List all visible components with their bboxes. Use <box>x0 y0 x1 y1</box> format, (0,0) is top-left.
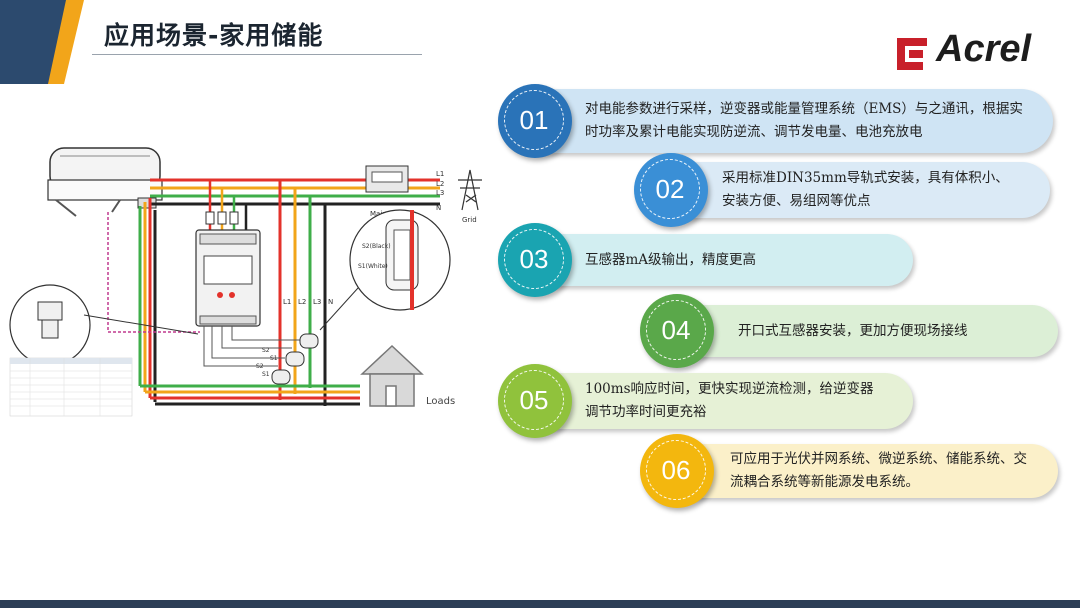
feature-number: 06 <box>646 440 706 500</box>
main-meter-icon <box>365 165 409 193</box>
feature-number: 03 <box>504 229 564 289</box>
house-icon <box>360 344 424 407</box>
feature-text: 互感器mA级输出，精度更高 <box>585 251 757 268</box>
line-label-l3: L3 <box>436 189 444 197</box>
feature-number-badge: 04 <box>640 294 714 368</box>
feature-number: 01 <box>504 90 564 150</box>
ct-label-3: S2 <box>256 363 264 370</box>
ct-label-2: S1 <box>270 355 278 362</box>
acrel-logo <box>897 38 927 70</box>
ct-sensor-icons <box>271 333 319 385</box>
wiring-diagram: Main Meter L1 L2 L3 N Grid L1 L2 L3 N <box>9 147 482 417</box>
grid-tower-icon <box>458 169 482 211</box>
feature-number-badge: 03 <box>498 223 572 297</box>
title-underline <box>92 54 422 55</box>
feature-number-badge: 05 <box>498 364 572 438</box>
ct-inset-icon <box>319 209 451 331</box>
feature-pill <box>676 305 1058 357</box>
meter-line-n: N <box>328 298 333 306</box>
feature-number: 02 <box>640 159 700 219</box>
meter-line-l2: L2 <box>298 298 306 306</box>
feature-pill <box>535 373 913 429</box>
feature-number: 05 <box>504 370 564 430</box>
loads-label: Loads <box>426 396 455 407</box>
feature-number-badge: 01 <box>498 84 572 158</box>
feature-text: 开口式互感器安装，更加方便现场接线 <box>738 322 968 339</box>
feature-number-badge: 02 <box>634 153 708 227</box>
feature-text: 对电能参数进行采样，逆变器或能量管理系统（EMS）与之通讯，根据实时功率及累计电… <box>585 101 1023 140</box>
rj45-connector-inset-icon <box>9 284 199 366</box>
feature-pill <box>535 234 913 286</box>
line-label-l2: L2 <box>436 180 444 188</box>
grid-label: Grid <box>462 216 477 224</box>
feature-pill <box>672 162 1050 218</box>
ct-inset-label-black: S2(Black) <box>362 243 391 250</box>
feature-number: 04 <box>646 300 706 360</box>
logo-text: Acrel <box>936 28 1032 70</box>
pinout-table <box>9 357 133 417</box>
page-title: 应用场景-家用储能 <box>104 21 324 50</box>
ct-label-4: S1 <box>262 371 270 378</box>
line-label-n: N <box>436 204 441 212</box>
feature-text: 采用标准DIN35mm导轨式安装，具有体积小、安装方便、易组网等优点 <box>722 170 1009 209</box>
line-label-l1: L1 <box>436 170 444 178</box>
meter-line-l3: L3 <box>313 298 321 306</box>
feature-pill <box>535 89 1053 153</box>
inverter-icon <box>47 147 163 217</box>
feature-text: 100ms响应时间，更快实现逆流检测，给逆变器调节功率时间更充裕 <box>585 381 874 420</box>
feature-text: 可应用于光伏并网系统、微逆系统、储能系统、交流耦合系统等新能源发电系统。 <box>730 451 1027 490</box>
footer-bar <box>0 600 1080 608</box>
ct-inset-label-white: S1(White) <box>358 263 388 270</box>
corner-decoration <box>0 0 84 84</box>
feature-number-badge: 06 <box>640 434 714 508</box>
meter-line-l1: L1 <box>283 298 291 306</box>
energy-meter-device-icon <box>195 229 261 327</box>
ct-label-1: S2 <box>262 347 270 354</box>
feature-pill <box>676 444 1058 498</box>
